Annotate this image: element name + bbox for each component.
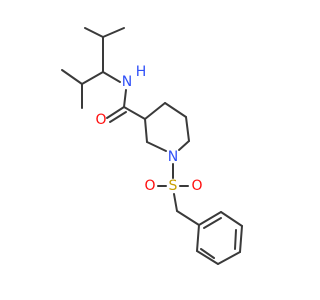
atom-s: S	[169, 178, 178, 194]
bond-ch-n	[102, 71, 121, 83]
atom-o-carbonyl-symbol: O	[95, 112, 106, 128]
bond-n-carbonyl	[123, 89, 127, 108]
bond-ph-3	[239, 225, 243, 253]
atom-n-ring: N	[168, 149, 178, 165]
bond-c6-n	[178, 140, 190, 151]
atom-o-s2-symbol: O	[191, 178, 202, 194]
bond-ph-4	[217, 251, 241, 265]
bond-ch-ipr2	[81, 71, 104, 85]
bond-s-ch2	[173, 193, 178, 212]
bond-ph-2	[220, 211, 243, 227]
molecule-svg: N H O N S O O	[61, 27, 243, 265]
bond-ph-6	[196, 224, 200, 252]
bond-carbonyl-o-b	[109, 111, 127, 123]
bond-ph-inner-2	[234, 229, 237, 250]
bond-n-c2	[146, 141, 167, 152]
atom-h-amide-symbol: H	[136, 64, 147, 80]
bond-c3-c4	[144, 102, 166, 120]
atom-o-carbonyl: O	[95, 112, 106, 128]
bond-ipr1-me1	[84, 27, 104, 38]
bond-ipr1-me2	[102, 27, 125, 38]
bond-ph-1	[198, 211, 222, 226]
bond-ph-inner-3	[200, 248, 215, 259]
bond-c2-c3	[144, 118, 148, 143]
atom-s-symbol: S	[169, 178, 178, 194]
atom-n-amide-symbol: N	[122, 74, 132, 90]
atom-h-amide: H	[136, 64, 147, 80]
bond-c4-c5	[164, 102, 187, 118]
structure-diagram: N H O N S O O	[61, 27, 243, 265]
bond-ph-5	[196, 250, 219, 265]
atom-o-s1-symbol: O	[144, 178, 155, 194]
bond-ph-inner-1	[203, 217, 222, 229]
bond-carbonyl-o-a	[106, 106, 125, 119]
atom-n-ring-symbol: N	[168, 149, 178, 165]
bond-c5-c6	[185, 116, 190, 142]
atom-n-amide: N	[122, 74, 132, 90]
bond-carbonyl-c3	[123, 106, 146, 120]
atom-o-sulfonyl-right: O	[191, 178, 202, 194]
atom-o-sulfonyl-left: O	[144, 178, 155, 194]
bond-ipr2-me1	[61, 69, 83, 85]
bond-ch2-ph	[176, 210, 200, 226]
